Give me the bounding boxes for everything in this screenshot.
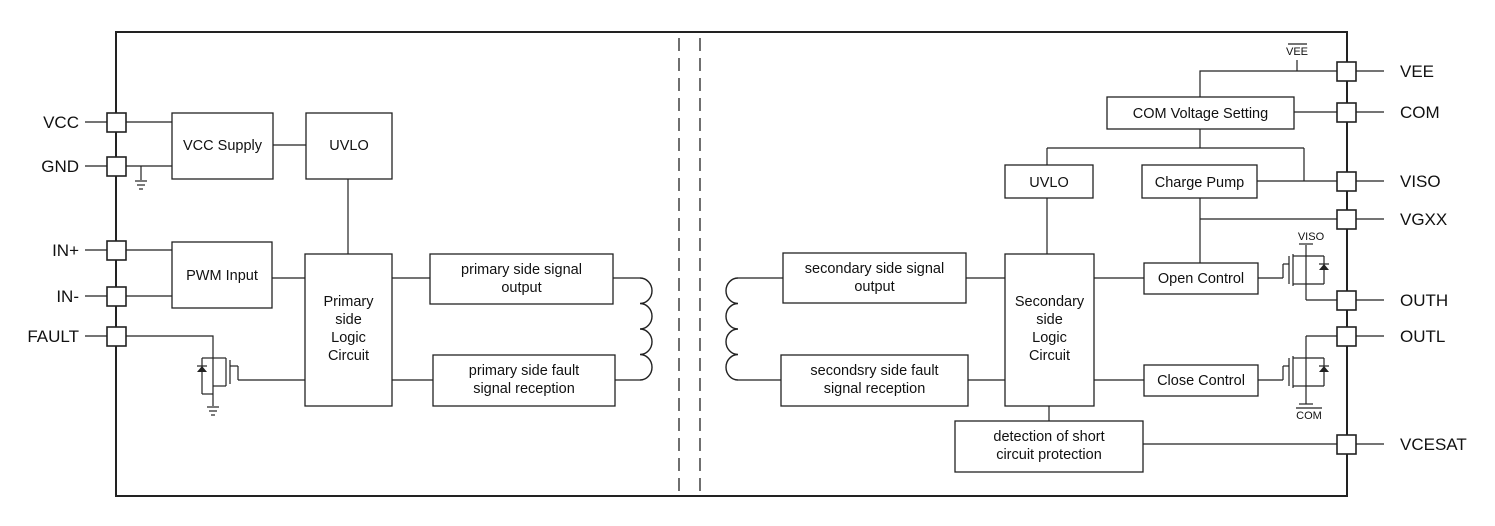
svg-text:secondsry side fault: secondsry side fault xyxy=(810,363,938,379)
pin-vgxx: VGXX xyxy=(1336,209,1447,230)
pin-outl-label: OUTL xyxy=(1400,327,1445,346)
pin-in-plus-label: IN+ xyxy=(52,241,79,260)
pin-viso-label: VISO xyxy=(1400,172,1441,191)
svg-text:Circuit: Circuit xyxy=(328,348,369,364)
pin-com-label: COM xyxy=(1400,103,1440,122)
svg-text:detection of short: detection of short xyxy=(993,429,1104,445)
pin-fault: FAULT xyxy=(27,326,127,347)
svg-text:secondary side signal: secondary side signal xyxy=(805,261,944,277)
fault-mosfet-symbol xyxy=(197,357,239,406)
pin-in-minus-label: IN- xyxy=(56,287,79,306)
open-control-block: Open Control xyxy=(1143,262,1259,295)
svg-text:Circuit: Circuit xyxy=(1029,348,1070,364)
svg-text:output: output xyxy=(501,280,541,296)
svg-text:Close Control: Close Control xyxy=(1157,373,1245,389)
svg-text:COM Voltage Setting: COM Voltage Setting xyxy=(1133,106,1268,122)
secondary-logic-block: Secondary side Logic Circuit xyxy=(1004,253,1095,407)
svg-text:signal reception: signal reception xyxy=(473,381,575,397)
svg-text:UVLO: UVLO xyxy=(329,138,369,154)
com-voltage-setting-block: COM Voltage Setting xyxy=(1106,96,1295,130)
svg-text:output: output xyxy=(854,279,894,295)
pin-outh: OUTH xyxy=(1336,290,1448,311)
svg-text:Logic: Logic xyxy=(331,330,366,346)
svg-text:PWM Input: PWM Input xyxy=(186,268,258,284)
outl-mosfet-symbol xyxy=(1282,335,1337,405)
pin-vcesat-label: VCESAT xyxy=(1400,435,1467,454)
primary-coil xyxy=(639,277,653,381)
svg-text:VCC Supply: VCC Supply xyxy=(183,138,263,154)
primary-logic-block: Primary side Logic Circuit xyxy=(304,253,393,407)
charge-pump-block: Charge Pump xyxy=(1141,164,1258,199)
pin-gnd: GND xyxy=(41,156,127,177)
pin-com: COM xyxy=(1336,102,1440,123)
pin-outl: OUTL xyxy=(1336,326,1445,347)
pin-viso: VISO xyxy=(1336,171,1441,192)
pwm-input-block: PWM Input xyxy=(171,241,273,309)
ground-symbol-fault xyxy=(207,406,219,416)
svg-text:Open Control: Open Control xyxy=(1158,271,1244,287)
svg-text:Logic: Logic xyxy=(1032,330,1067,346)
pin-gnd-label: GND xyxy=(41,157,79,176)
pin-vee-label: VEE xyxy=(1400,62,1434,81)
svg-text:signal reception: signal reception xyxy=(824,381,926,397)
outh-mosfet-symbol xyxy=(1282,243,1337,301)
net-label-com: COM xyxy=(1296,410,1322,422)
close-control-block: Close Control xyxy=(1143,364,1259,397)
net-label-viso: VISO xyxy=(1298,231,1325,243)
pin-vee: VEE xyxy=(1336,61,1434,82)
primary-fault-reception-block: primary side fault signal reception xyxy=(432,354,616,407)
secondary-wiring xyxy=(738,60,1337,445)
primary-signal-output-block: primary side signal output xyxy=(429,253,614,305)
pin-vcesat: VCESAT xyxy=(1336,434,1467,455)
pin-in-minus: IN- xyxy=(56,286,127,307)
svg-text:primary side fault: primary side fault xyxy=(469,363,579,379)
pin-fault-label: FAULT xyxy=(27,327,79,346)
svg-text:Primary: Primary xyxy=(324,294,375,310)
svg-text:side: side xyxy=(335,312,362,328)
primary-uvlo-block: UVLO xyxy=(305,112,393,180)
secondary-signal-output-block: secondary side signal output xyxy=(782,252,967,304)
primary-wiring xyxy=(126,121,640,381)
pin-vcc-label: VCC xyxy=(43,113,79,132)
svg-text:Charge Pump: Charge Pump xyxy=(1155,175,1244,191)
net-label-vee: VEE xyxy=(1286,46,1308,58)
pin-in-plus: IN+ xyxy=(52,240,127,261)
ground-symbol-gnd xyxy=(135,180,147,190)
vcc-supply-block: VCC Supply xyxy=(171,112,274,180)
pin-outh-label: OUTH xyxy=(1400,291,1448,310)
svg-text:Secondary: Secondary xyxy=(1015,294,1085,310)
secondary-coil xyxy=(725,277,739,381)
pin-vcc: VCC xyxy=(43,112,127,133)
svg-text:side: side xyxy=(1036,312,1063,328)
svg-text:UVLO: UVLO xyxy=(1029,175,1069,191)
svg-text:primary side signal: primary side signal xyxy=(461,262,582,278)
secondary-fault-reception-block: secondsry side fault signal reception xyxy=(780,354,969,407)
pin-vgxx-label: VGXX xyxy=(1400,210,1447,229)
secondary-uvlo-block: UVLO xyxy=(1004,164,1094,199)
svg-text:circuit protection: circuit protection xyxy=(996,447,1102,463)
short-circuit-detection-block: detection of short circuit protection xyxy=(954,420,1144,473)
chip-outline xyxy=(115,31,1348,497)
